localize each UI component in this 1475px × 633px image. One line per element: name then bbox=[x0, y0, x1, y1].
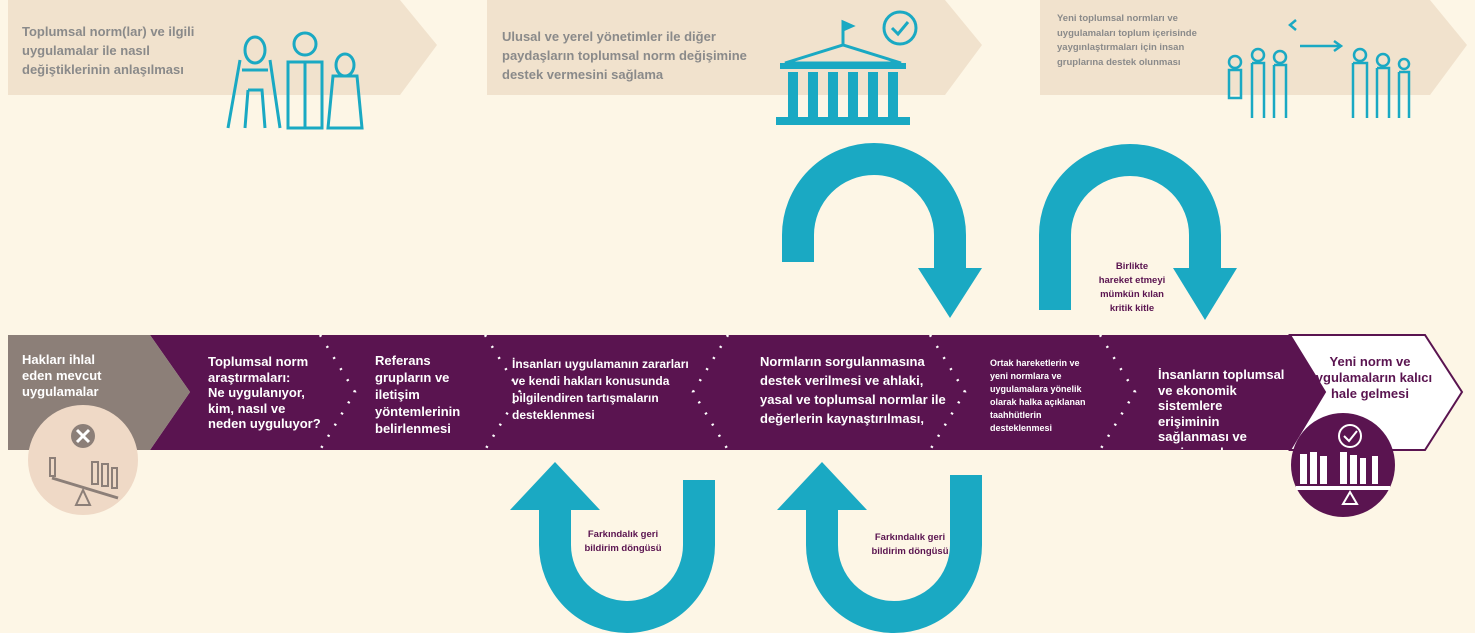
stage-2-text: Referans grupların ve iletişim yöntemler… bbox=[375, 353, 461, 436]
stage-5-text: Ortak hareketlerin ve yeni normlara ve u… bbox=[990, 358, 1086, 433]
top-box-3-text: Yeni toplumsal normları ve uygulamaları … bbox=[1057, 13, 1197, 68]
stage-separators bbox=[318, 334, 1137, 451]
lower-loop-1 bbox=[539, 480, 715, 633]
top-box-1 bbox=[8, 0, 437, 95]
upper-loop-1 bbox=[782, 143, 966, 268]
stage-end-text: Yeni norm ve uygulamaların kalıcı hale g… bbox=[1307, 354, 1433, 401]
upper-loop-2-arrowhead bbox=[1173, 268, 1237, 320]
stage-band bbox=[150, 335, 1325, 450]
scale-balanced-check-icon bbox=[1296, 424, 1390, 505]
top-box-2-text: Ulusal ve yerel yönetimler ile diğer pay… bbox=[502, 29, 747, 82]
top-box-2 bbox=[487, 0, 982, 95]
feedback-loop-1-label: Farkındalık geri bildirim döngüsü bbox=[584, 529, 662, 554]
lower-loop-2-arrowhead bbox=[777, 462, 867, 510]
critical-mass-label: Birlikte hareket etmeyi mümkün kılan kri… bbox=[1098, 261, 1166, 314]
top-box-1-text: Toplumsal norm(lar) ve ilgili uygulamala… bbox=[22, 24, 195, 77]
lower-loop-1-arrowhead bbox=[510, 462, 600, 510]
family-group-icon bbox=[226, 31, 364, 130]
feedback-loop-2-label: Farkındalık geri bildirim döngüsü bbox=[871, 532, 949, 557]
scale-unbalanced-cross-icon bbox=[49, 424, 119, 506]
stage-6-text: İnsanların toplumsal ve ekonomik sisteml… bbox=[1158, 367, 1285, 450]
top-box-3 bbox=[1040, 0, 1467, 95]
lower-loop-2 bbox=[806, 475, 982, 633]
stage-1-text: Toplumsal norm araştırmaları: Ne uygulan… bbox=[208, 354, 321, 431]
start-circle bbox=[28, 405, 138, 515]
stage-4-text: Normların sorgulanmasına destek verilmes… bbox=[760, 354, 946, 426]
upper-loop-1-arrowhead bbox=[918, 268, 982, 318]
stage-3-text: İnsanları uygulamanın zararları ve kendi… bbox=[512, 357, 689, 422]
government-building-check-icon bbox=[776, 10, 918, 125]
people-groups-arrows-icon bbox=[1227, 19, 1411, 118]
upper-loop-2 bbox=[1039, 144, 1221, 310]
stage-start-text: Hakları ihlal eden mevcut uygulamalar bbox=[22, 352, 102, 399]
